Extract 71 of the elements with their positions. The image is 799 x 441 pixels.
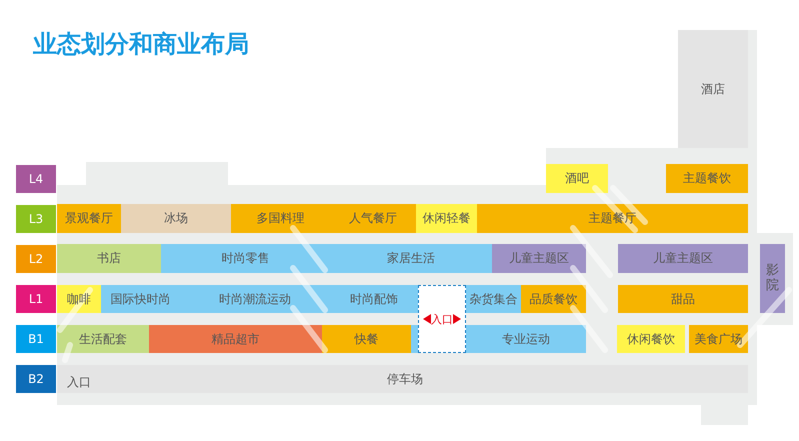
- zone-name: 书店: [97, 250, 121, 267]
- food-court-zone: [689, 325, 748, 353]
- zone-name: 国际快时尚: [110, 290, 170, 308]
- restaurant-zone: [231, 204, 330, 233]
- zone-name: 时尚潮流运动: [219, 290, 291, 308]
- zone-name: 家居生活: [387, 250, 435, 267]
- entrance-box: [418, 285, 466, 353]
- retail-zone: [466, 285, 521, 313]
- retail-zone: [101, 285, 180, 313]
- zone-name: 休闲轻餐: [422, 210, 470, 227]
- zone-name: 杂货集合: [470, 290, 518, 308]
- zone-name: 停车场: [387, 371, 423, 388]
- cafe-zone: [57, 285, 101, 313]
- floor-name: L3: [28, 212, 44, 226]
- bar-zone: [546, 164, 608, 193]
- zone-name: 快餐: [354, 330, 378, 348]
- zone-name: 多国料理: [256, 210, 304, 227]
- cinema-zone: [760, 244, 785, 313]
- retail-zone: [330, 285, 418, 313]
- dessert-zone: [618, 285, 748, 313]
- zone-name: 景观餐厅: [65, 210, 113, 227]
- zone-name: 美食广场: [694, 330, 742, 348]
- sports-zone: [466, 325, 586, 353]
- zone-name: 入口: [431, 312, 453, 326]
- parking-zone: [57, 365, 748, 393]
- floor-name: L2: [28, 252, 44, 266]
- supermarket-zone: [149, 325, 322, 353]
- retail-zone: [161, 244, 330, 273]
- zone-name: 精品超市: [212, 330, 260, 348]
- kids-zone: [618, 244, 748, 273]
- restaurant-zone: [57, 204, 121, 233]
- zone-name: 品质餐饮: [530, 290, 578, 308]
- restaurant-zone: [330, 204, 416, 233]
- restaurant-zone: [617, 325, 685, 353]
- floor-label: [16, 165, 56, 193]
- zone-name: 人气餐厅: [349, 210, 397, 227]
- floor-name: L4: [28, 172, 44, 186]
- zone-name: 酒吧: [565, 170, 589, 187]
- floor-label: [16, 205, 56, 233]
- floor-label: [16, 365, 56, 393]
- kids-zone: [492, 244, 586, 273]
- floor-label: [16, 285, 56, 313]
- ice-rink-zone: [121, 204, 231, 233]
- floor-name: B1: [28, 332, 44, 346]
- zone-name: 影院: [766, 264, 779, 293]
- hotel-zone: [678, 30, 748, 148]
- zone-name: 休闲餐饮: [627, 330, 675, 348]
- zone-name: 时尚配饰: [350, 290, 398, 308]
- zone-name: 儿童主题区: [653, 250, 713, 267]
- zone-name: 甜品: [671, 290, 695, 308]
- restaurant-zone: [666, 164, 748, 193]
- fast-food-zone: [322, 325, 411, 353]
- diagram-title: 业态划分和商业布局: [33, 29, 249, 60]
- floor-name: B2: [28, 372, 44, 386]
- floor-label: [16, 245, 56, 273]
- zone-name: 主题餐饮: [683, 170, 731, 187]
- floor-label: [16, 325, 56, 353]
- zone-name: 儿童主题区: [509, 250, 569, 267]
- zone-name: 时尚零售: [222, 250, 270, 267]
- restaurant-zone: [521, 285, 586, 313]
- zone-name: 冰场: [164, 210, 188, 227]
- services-zone: [57, 325, 149, 353]
- restaurant-zone: [477, 204, 748, 233]
- zone-name: 生活配套: [79, 330, 127, 348]
- bookstore-zone: [57, 244, 161, 273]
- floor-name: L1: [28, 292, 44, 306]
- cafe-zone: [416, 204, 477, 233]
- zone-name: 酒店: [701, 80, 725, 98]
- retail-zone: [330, 244, 492, 273]
- zone-name: 专业运动: [502, 330, 550, 348]
- zone-name: 入口: [67, 374, 91, 391]
